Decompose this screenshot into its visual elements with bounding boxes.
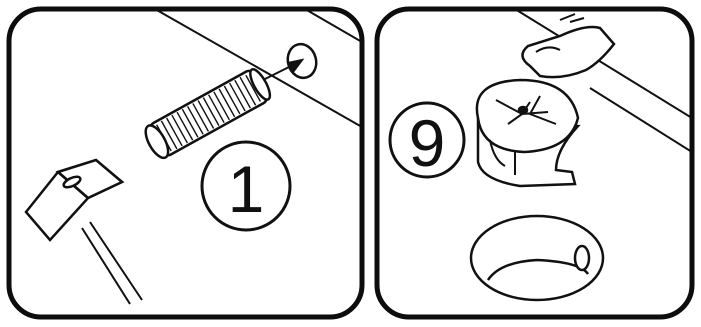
cam-lock-fitting-icon xyxy=(477,80,578,186)
step-number-badge: 1 xyxy=(202,142,290,230)
step-number-text: 1 xyxy=(228,152,265,226)
hammer-icon xyxy=(26,160,142,304)
finger-press-icon xyxy=(522,14,614,77)
panel-step-2: 9 xyxy=(377,9,692,317)
mounting-hole-icon xyxy=(471,216,603,300)
step-number-text: 9 xyxy=(409,106,446,180)
step-number-badge: 9 xyxy=(390,103,464,180)
panel-step-1: 1 xyxy=(9,9,362,317)
